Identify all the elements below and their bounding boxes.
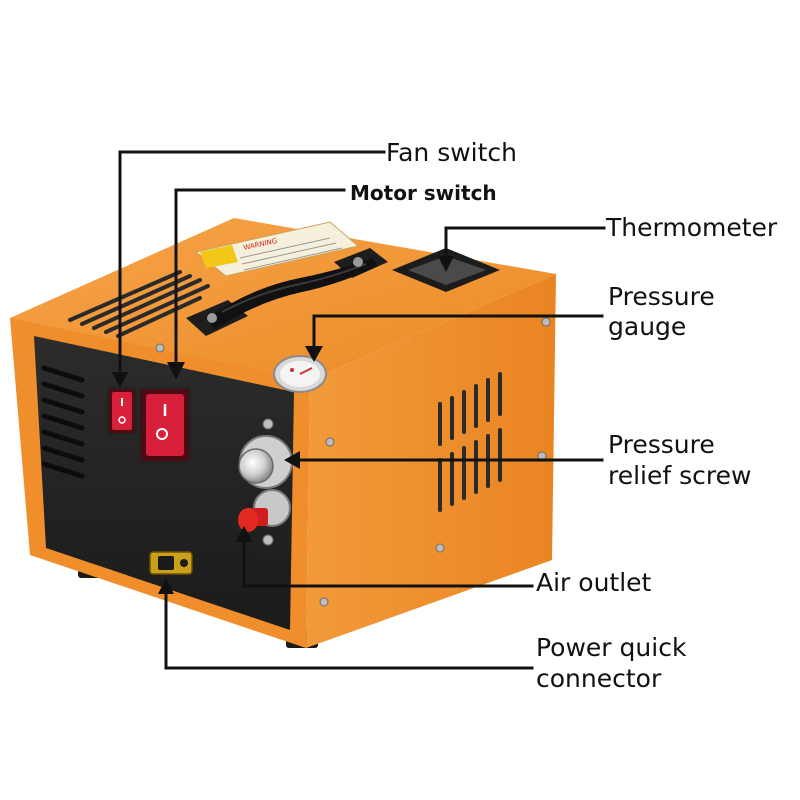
label-power-quick-connector-line-2: connector (536, 664, 662, 693)
air-outlet-fitting (238, 489, 291, 532)
label-thermometer: Thermometer (606, 213, 778, 242)
label-air-outlet: Air outlet (536, 568, 652, 597)
air-outlet-leader (242, 534, 534, 588)
front-vents (41, 365, 85, 479)
side-vents (438, 372, 502, 512)
power-connector-arrowhead (158, 578, 174, 594)
pressure-gauge-arrowhead (305, 346, 323, 362)
warning-sticker: WARNING (194, 221, 360, 277)
top-panel (10, 218, 556, 380)
label-pressure-gauge-line-2: gauge (608, 312, 687, 341)
label-motor-switch: Motor switch (350, 181, 497, 205)
carry-handle (186, 248, 388, 336)
label-pressure-gauge-line-1: Pressure (608, 282, 715, 311)
power-connector-leader (164, 586, 534, 670)
label-pressure-relief-screw-line-1: Pressure (608, 430, 715, 459)
air-outlet-arrowhead (235, 526, 253, 542)
label-power-quick-connector-line-1: Power quick (536, 633, 687, 662)
label-pressure-relief-screw-line-2: relief screw (608, 461, 752, 490)
pressure-gauge-leader (312, 314, 604, 354)
front-screws (155, 317, 551, 607)
front-panel (34, 336, 294, 630)
power-connector (149, 551, 193, 575)
annotation-arrowheads (112, 256, 454, 594)
pressure-relief-arrowhead (284, 451, 300, 469)
thermometer-arrowhead (438, 256, 454, 272)
motor-switch-arrowhead (167, 362, 185, 380)
motor-switch (139, 387, 191, 463)
fan-switch-leader (118, 150, 386, 380)
fan-switch-arrowhead (112, 372, 128, 388)
motor-switch-leader (174, 188, 346, 370)
pressure-relief-knob (238, 435, 293, 489)
label-fan-switch: Fan switch (386, 138, 518, 167)
annotation-lines (118, 150, 606, 670)
top-vents (68, 270, 210, 338)
thermometer-leader (444, 226, 606, 264)
pressure-gauge (273, 355, 327, 393)
fan-switch (107, 387, 137, 435)
